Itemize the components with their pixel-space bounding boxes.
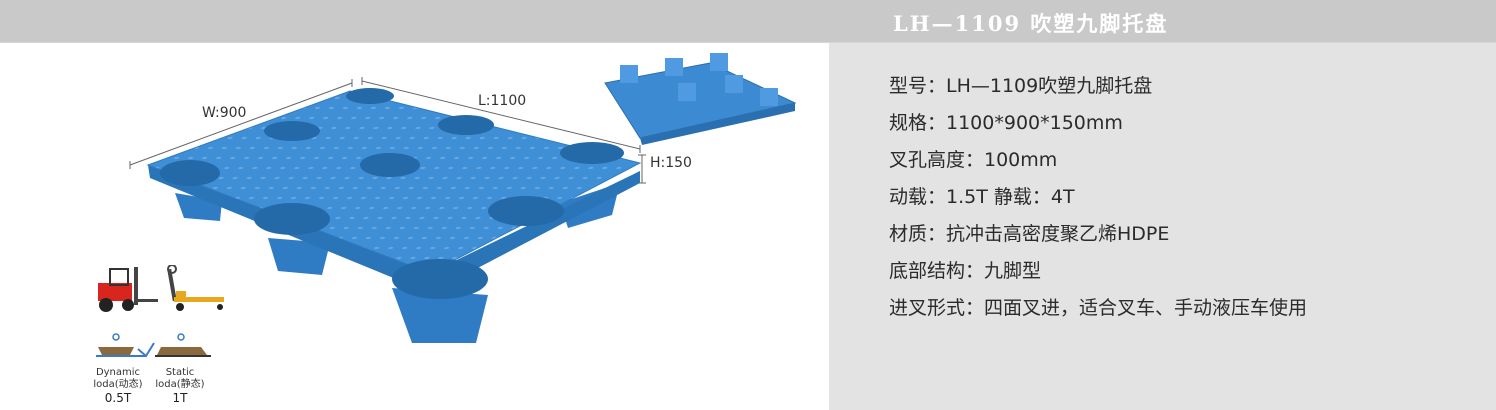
- dynamic-load-line1: Dynamic: [95, 367, 141, 378]
- dynamic-load-value: 0.5T: [104, 391, 132, 405]
- spec-panel: 型号：LH—1109吹塑九脚托盘 规格：1100*900*150mm 叉孔高度：…: [829, 43, 1496, 410]
- spec-fork-height: 叉孔高度：100mm: [889, 149, 1058, 171]
- length-label: L:1100: [478, 93, 527, 109]
- spec-material: 材质：抗冲击高密度聚乙烯HDPE: [889, 223, 1170, 245]
- product-image-panel: W:900 L:1100 H:150: [0, 43, 829, 410]
- spec-model: 型号：LH—1109吹塑九脚托盘: [889, 75, 1153, 97]
- dimension-lines: [129, 77, 646, 184]
- pallet-underside-image: [604, 53, 797, 145]
- dynamic-load-line2: loda(动态): [93, 379, 143, 390]
- spec-list: 型号：LH—1109吹塑九脚托盘 规格：1100*900*150mm 叉孔高度：…: [889, 71, 1307, 330]
- static-load-line1: Static: [165, 367, 195, 378]
- title-bar: LH—1109 吹塑九脚托盘: [0, 0, 1496, 43]
- static-load-line2: loda(静态): [155, 379, 205, 390]
- dynamic-load-caption: Dynamic loda(动态): [88, 367, 148, 391]
- dynamic-load-icon: [96, 333, 155, 358]
- width-label: W:900: [202, 105, 247, 121]
- pallet-jack-icon: [167, 265, 224, 311]
- static-load-caption: Static loda(静态): [150, 367, 210, 391]
- static-load-value: 1T: [172, 391, 188, 405]
- spec-size: 规格：1100*900*150mm: [889, 112, 1123, 134]
- spec-entry: 进叉形式：四面叉进，适合叉车、手动液压车使用: [889, 297, 1308, 319]
- height-label: H:150: [650, 155, 692, 171]
- page-title: LH—1109 吹塑九脚托盘: [893, 11, 1169, 36]
- static-load-icon: [155, 333, 211, 357]
- pallet-main-image: [146, 88, 642, 343]
- forklift-icon: [98, 267, 158, 312]
- spec-load: 动载：1.5T 静载：4T: [889, 186, 1075, 208]
- spec-bottom: 底部结构：九脚型: [889, 260, 1042, 282]
